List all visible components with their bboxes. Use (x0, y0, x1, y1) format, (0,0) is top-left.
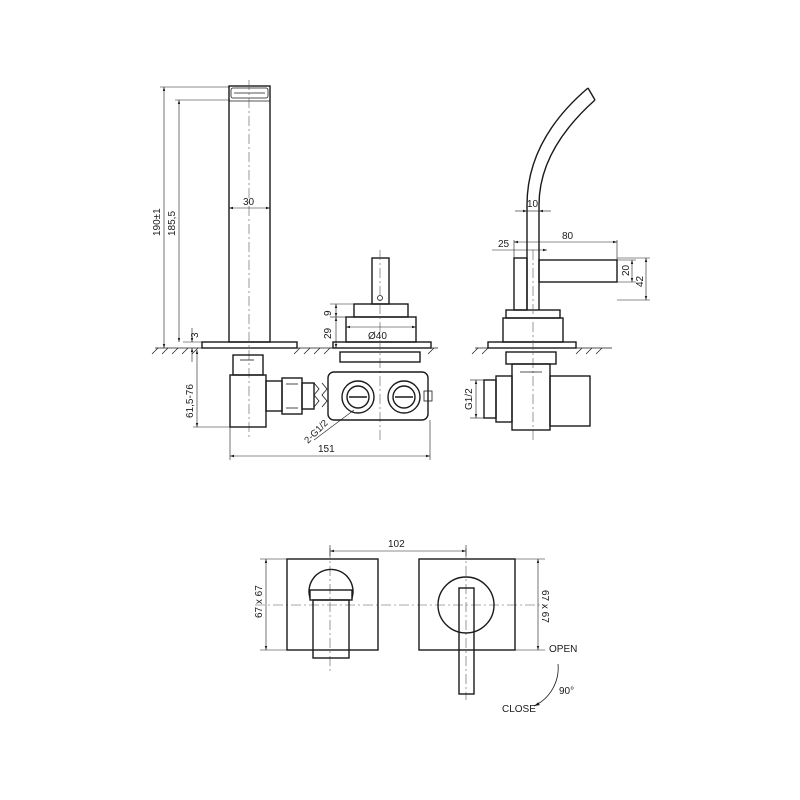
dim-190: 190±1 (152, 208, 163, 236)
dim-30: 30 (243, 197, 255, 208)
front-view: 190±1 185,5 30 3 61,5-76 151 2-G1/2 9 29 (151, 80, 438, 460)
dim-61-76: 61,5-76 (185, 384, 196, 418)
plates-view: 102 67 x 67 67 x 67 OPEN CLOSE 90° (254, 539, 577, 715)
dim-g12: G1/2 (464, 388, 475, 410)
dim-67-left: 67 x 67 (254, 585, 265, 618)
dim-67-right: 67 x 67 (539, 590, 550, 623)
label-close: CLOSE (502, 704, 536, 715)
dim-2g12: 2-G1/2 (302, 418, 330, 446)
dim-185: 185,5 (167, 211, 178, 236)
side-view: 10 80 25 20 42 G1/2 (464, 87, 650, 440)
dim-42: 42 (635, 275, 646, 287)
dim-25: 25 (498, 239, 510, 250)
label-open: OPEN (549, 644, 577, 655)
dim-3: 3 (190, 332, 201, 338)
dim-80: 80 (562, 231, 574, 242)
dim-102: 102 (388, 539, 405, 550)
dim-40: Ø40 (368, 331, 387, 342)
dim-151: 151 (318, 444, 335, 455)
rotation-arrow (533, 663, 559, 707)
dim-10: 10 (527, 199, 539, 210)
label-90: 90° (559, 686, 574, 697)
dim-20: 20 (621, 264, 632, 276)
dim-9: 9 (323, 310, 334, 316)
dim-29: 29 (323, 327, 334, 339)
